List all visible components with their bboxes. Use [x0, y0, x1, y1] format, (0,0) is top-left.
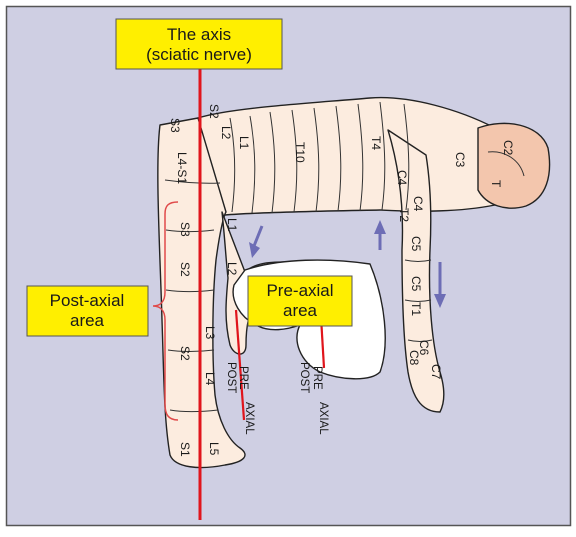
- label-axial-b: AXIAL: [317, 402, 329, 435]
- label-l4: L4: [203, 372, 217, 386]
- label-t1: T1: [409, 302, 423, 316]
- label-t-face: T: [489, 180, 503, 188]
- post-axial-line1: Post-axial: [50, 291, 125, 310]
- label-pre-b: PRE: [311, 366, 323, 390]
- label-l3: L3: [203, 326, 217, 340]
- label-c4-a: C4: [395, 170, 409, 186]
- label-c7: C7: [429, 364, 443, 380]
- axis-callout: The axis (sciatic nerve): [116, 19, 282, 69]
- label-post-a: POST: [225, 362, 237, 393]
- label-c8: C8: [407, 350, 421, 366]
- label-s2-top: S2: [207, 104, 221, 119]
- label-c4-b: C4: [411, 196, 425, 212]
- label-t10: T10: [293, 142, 307, 163]
- label-t2: T2: [397, 208, 411, 222]
- pre-axial-line1: Pre-axial: [266, 281, 333, 300]
- pre-axial-callout: Pre-axial area: [248, 276, 352, 326]
- axis-callout-line2: (sciatic nerve): [146, 45, 252, 64]
- label-s3-leg: S3: [178, 222, 192, 237]
- label-axial-a: AXIAL: [243, 402, 255, 435]
- label-l5: L5: [207, 442, 221, 456]
- label-s2-leg-a: S2: [178, 262, 192, 277]
- label-l2-back: L2: [219, 126, 233, 140]
- pre-axial-line2: area: [283, 301, 318, 320]
- label-s1: S1: [178, 442, 192, 457]
- label-l4-s1: L4-S1: [175, 152, 189, 184]
- label-c3: C3: [453, 152, 467, 168]
- label-l1-leg: L1: [225, 218, 239, 232]
- label-post-b: POST: [298, 362, 310, 393]
- axis-callout-line1: The axis: [167, 25, 231, 44]
- label-pre-a: PRE: [237, 366, 249, 390]
- label-l2-leg: L2: [225, 262, 239, 276]
- label-s2-leg-b: S2: [178, 346, 192, 361]
- torso: [196, 98, 495, 215]
- label-s3-top: S3: [168, 118, 182, 133]
- post-axial-line2: area: [70, 311, 105, 330]
- label-c5-b: C5: [409, 276, 423, 292]
- label-t4: T4: [369, 136, 383, 150]
- label-c5-a: C5: [409, 236, 423, 252]
- post-axial-callout: Post-axial area: [27, 286, 148, 336]
- label-l1-back: L1: [237, 136, 251, 150]
- head: [478, 123, 550, 208]
- label-c2: C2: [501, 140, 515, 156]
